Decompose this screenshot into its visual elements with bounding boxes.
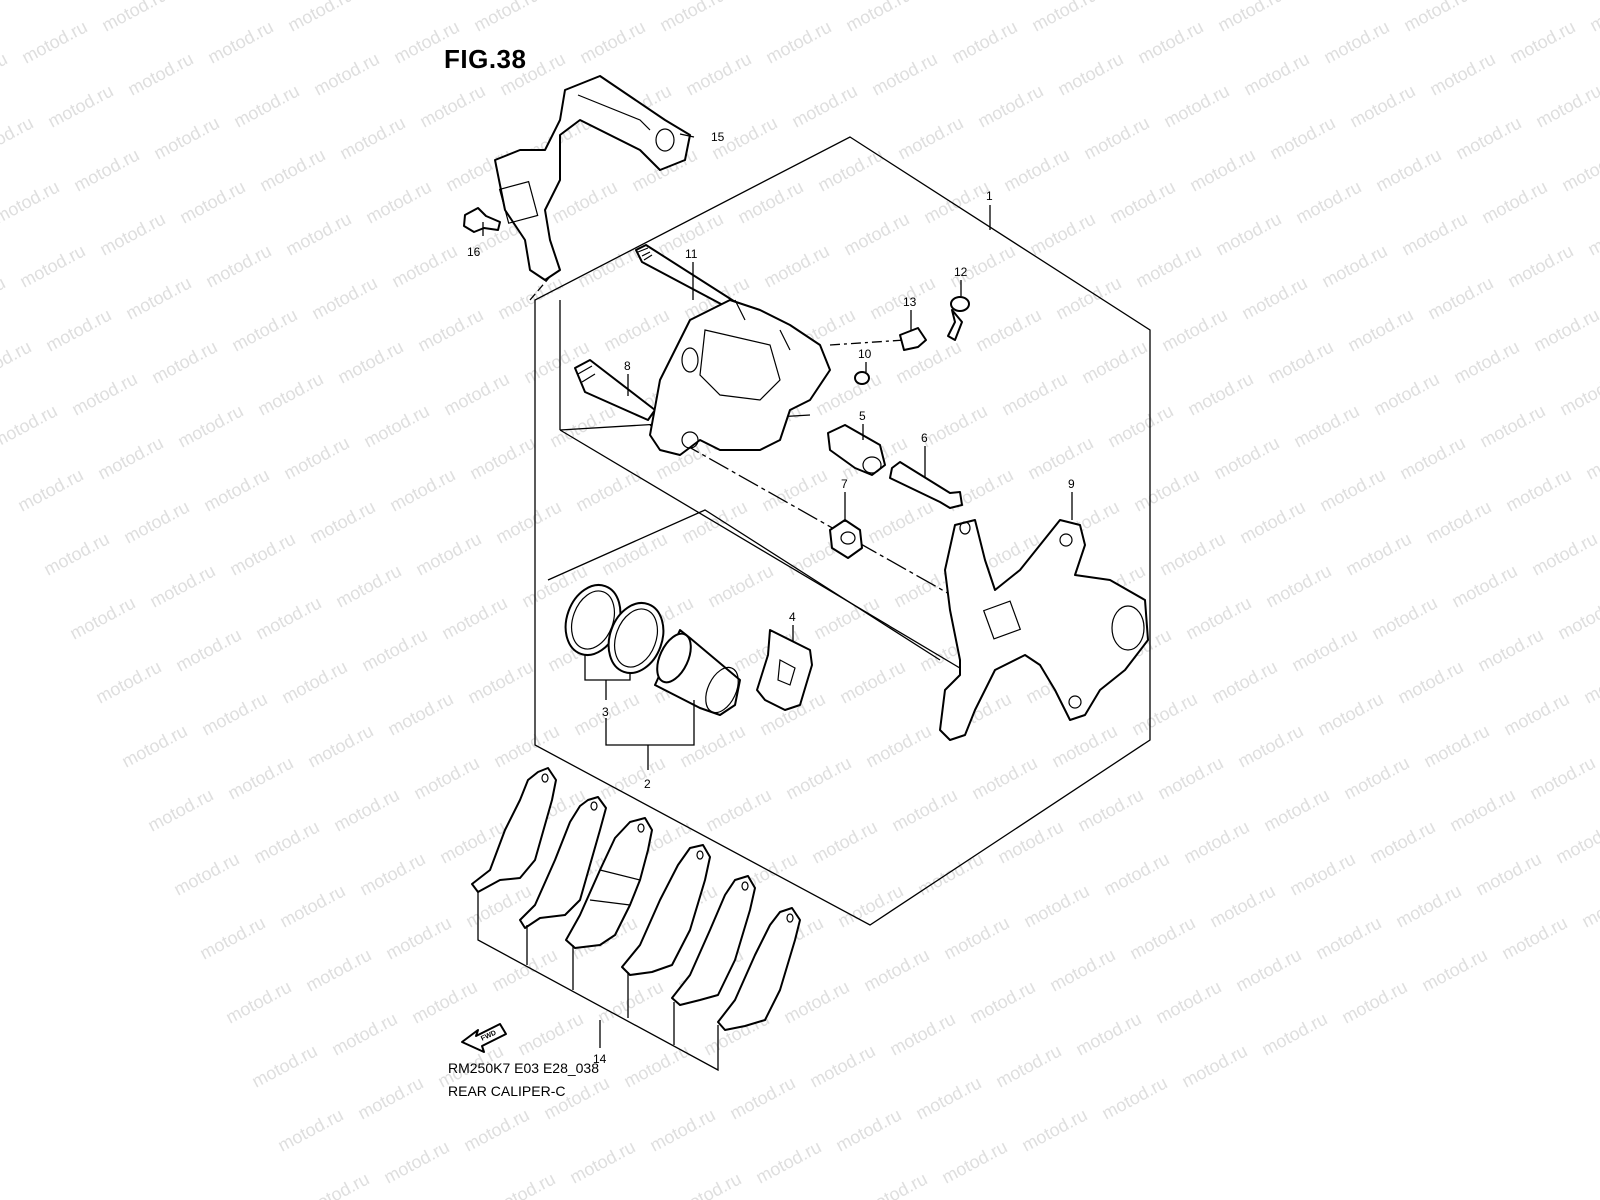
pad-spring-4 [756,629,813,711]
forward-arrow-icon: FWD [461,1023,507,1053]
callout-1: 1 [986,189,993,203]
callout-13: 13 [903,295,917,309]
pin-8 [574,359,656,421]
callout-16: 16 [467,245,481,259]
callout-4: 4 [789,610,796,624]
figure-title: FIG.38 [444,44,527,74]
center-line [649,424,961,601]
callout-labels: 15 1 16 11 12 13 10 8 5 6 7 9 4 3 2 14 [467,130,1075,1066]
piston-2 [654,629,741,716]
callout-14: 14 [593,1052,607,1066]
callout-10: 10 [858,347,872,361]
callout-8: 8 [624,359,631,373]
leader-lines [477,133,1073,1072]
callout-3: 3 [602,705,609,719]
callout-11: 11 [685,247,698,261]
assembly-outline [534,136,1151,926]
callout-7: 7 [841,477,848,491]
figure-code: RM250K7 E03 E28_038 [448,1060,599,1076]
washer-10 [854,371,870,385]
piston-seals-3 [564,584,665,674]
pin-6 [889,461,963,509]
cap-12 [947,296,970,341]
callout-12: 12 [954,265,968,279]
bolt-16 [463,207,501,233]
callout-15: 15 [711,130,725,144]
caliper-body [649,299,831,456]
callout-9: 9 [1068,477,1075,491]
caliper-bracket-9 [939,519,1149,741]
bleeder-13 [899,327,927,351]
center-line [829,339,906,346]
guide-line [559,429,981,681]
callout-2: 2 [644,777,651,791]
guide-line [547,509,941,661]
boot-7 [829,519,863,559]
brake-pads-14 [471,767,801,1031]
figure-name: REAR CALIPER-C [448,1083,566,1099]
callout-5: 5 [859,409,866,423]
callout-6: 6 [921,431,928,445]
bracket-15 [494,75,691,281]
sleeve-5 [827,424,886,476]
